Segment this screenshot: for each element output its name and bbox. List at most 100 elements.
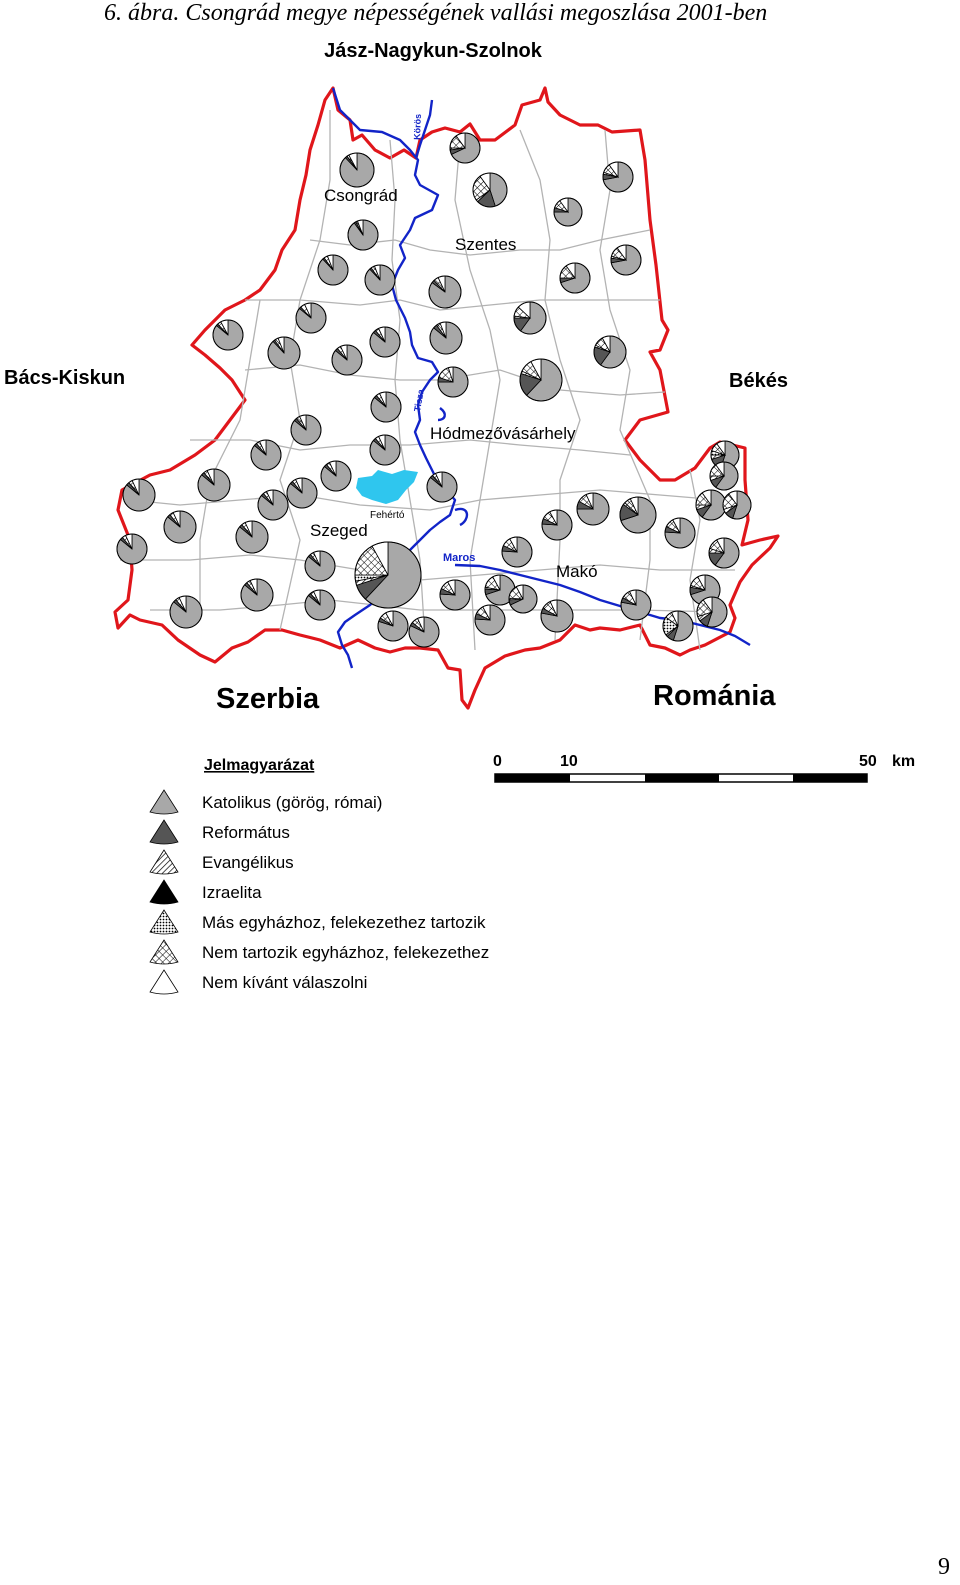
pie-symbol: [576, 492, 610, 526]
legend: Jelmagyarázat Katolikus (görög, római)Re…: [149, 757, 489, 995]
scale-tick-0: 0: [493, 753, 502, 770]
pie-symbol: [257, 489, 289, 521]
pie-outline: [320, 460, 352, 492]
pie-symbol: [339, 152, 375, 188]
pie-outline: [439, 579, 471, 611]
pie-symbol: [610, 244, 642, 276]
legend-swatch: [149, 849, 179, 875]
pie-outline: [369, 326, 401, 358]
pie-outline: [620, 589, 652, 621]
pie-outline: [610, 244, 642, 276]
pie-outline: [696, 596, 728, 628]
pie-outline: [559, 262, 591, 294]
pie-symbol: [240, 578, 274, 612]
pie-outline: [709, 461, 739, 491]
pie-symbol: [250, 439, 282, 471]
pie-outline: [429, 321, 463, 355]
pie-outline: [426, 471, 458, 503]
pie-symbol: [364, 264, 396, 296]
district-boundaries: [120, 110, 735, 651]
pie-symbol: [553, 197, 583, 227]
town-szeged: Szeged: [310, 521, 368, 540]
pie-outline: [370, 391, 402, 423]
legend-swatch: [149, 909, 179, 935]
pie-symbol: [295, 302, 327, 334]
county-border: [113, 86, 780, 710]
pie-symbol: [290, 414, 322, 446]
legend-label: Nem tartozik egyházhoz, felekezethez: [202, 943, 489, 962]
legend-item: Nem tartozik egyházhoz, felekezethez: [149, 939, 489, 965]
legend-swatch: [149, 879, 179, 905]
legend-swatch: [149, 969, 179, 995]
pie-symbol: [602, 161, 634, 193]
legend-label: Más egyházhoz, felekezethez tartozik: [202, 913, 486, 932]
pie-outline: [369, 434, 401, 466]
pie-symbol: [540, 599, 574, 633]
pie-symbol: [474, 604, 506, 636]
pie-symbol: [169, 595, 203, 629]
pie-outline: [437, 366, 469, 398]
pie-symbol: [428, 275, 462, 309]
pie-symbol: [513, 301, 547, 335]
pie-outline: [449, 132, 481, 164]
legend-item: Más egyházhoz, felekezethez tartozik: [149, 909, 486, 935]
pie-outline: [519, 358, 563, 402]
pie-symbols: [116, 132, 752, 648]
pie-symbol: [696, 596, 728, 628]
pie-outline: [169, 595, 203, 629]
pie-symbol: [722, 490, 752, 520]
county-map: Jász-Nagykun-Szolnok Bács-Kiskun Békés S…: [0, 28, 960, 1028]
pie-symbol: [449, 132, 481, 164]
pie-outline: [295, 302, 327, 334]
pie-outline: [664, 517, 696, 549]
pie-outline: [197, 468, 231, 502]
label-north: Jász-Nagykun-Szolnok: [324, 40, 543, 62]
pie-outline: [240, 578, 274, 612]
town-mako: Makó: [556, 562, 598, 581]
pie-outline: [331, 344, 363, 376]
town-szentes: Szentes: [455, 235, 516, 254]
label-west: Bács-Kiskun: [4, 367, 125, 389]
legend-label: Izraelita: [202, 883, 262, 902]
pie-symbol: [212, 319, 244, 351]
pie-outline: [317, 254, 349, 286]
pie-outline: [304, 550, 336, 582]
pie-symbol: [559, 262, 591, 294]
pie-symbol: [331, 344, 363, 376]
pie-symbol: [267, 336, 301, 370]
pie-symbol: [320, 460, 352, 492]
lake: [356, 470, 418, 504]
pie-symbol: [304, 589, 336, 621]
pie-outline: [513, 301, 547, 335]
pie-symbol: [541, 509, 573, 541]
pie-outline: [474, 604, 506, 636]
pie-outline: [354, 541, 422, 609]
pie-symbol: [662, 610, 694, 642]
scale-unit: km: [892, 753, 915, 770]
pie-outline: [428, 275, 462, 309]
pie-symbol: [519, 358, 563, 402]
maros-label: Maros: [443, 552, 475, 564]
pie-symbol: [163, 510, 197, 544]
label-south-west: Szerbia: [216, 683, 320, 715]
pie-outline: [540, 599, 574, 633]
pie-symbol: [369, 326, 401, 358]
pie-symbol: [501, 536, 533, 568]
scale-bar: 0 10 50 km: [493, 753, 915, 783]
pie-outline: [163, 510, 197, 544]
pie-symbol: [347, 219, 379, 251]
pie-outline: [364, 264, 396, 296]
pie-outline: [541, 509, 573, 541]
pie-symbol: [484, 574, 516, 606]
pie-outline: [290, 414, 322, 446]
town-hodmezovasarhely: Hódmezővásárhely: [430, 424, 576, 443]
pie-symbol: [664, 517, 696, 549]
pie-symbol: [408, 616, 440, 648]
koros-label: Körös: [412, 114, 423, 140]
pie-outline: [250, 439, 282, 471]
pie-symbol: [619, 496, 657, 534]
pie-outline: [408, 616, 440, 648]
legend-item: Katolikus (görög, római): [149, 789, 382, 815]
legend-title: Jelmagyarázat: [204, 757, 315, 774]
pie-symbol: [472, 172, 508, 208]
